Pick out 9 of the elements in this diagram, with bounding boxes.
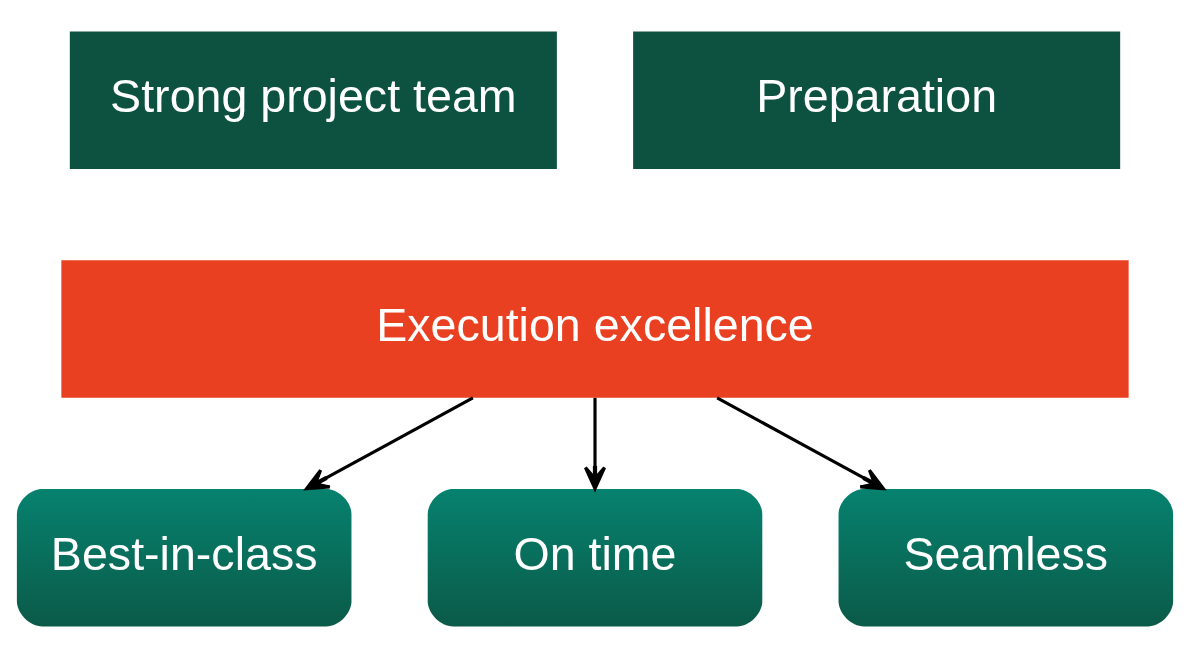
arrow bbox=[583, 397, 607, 491]
node-box: Preparation bbox=[633, 31, 1121, 170]
node-box: Seamless bbox=[838, 488, 1174, 627]
arrow bbox=[716, 396, 886, 491]
node-box: On time bbox=[427, 488, 763, 627]
node-box: Strong project team bbox=[69, 31, 557, 170]
arrow bbox=[304, 396, 474, 491]
node-box: Execution excellence bbox=[61, 260, 1129, 398]
node-box: Best-in-class bbox=[16, 488, 352, 627]
